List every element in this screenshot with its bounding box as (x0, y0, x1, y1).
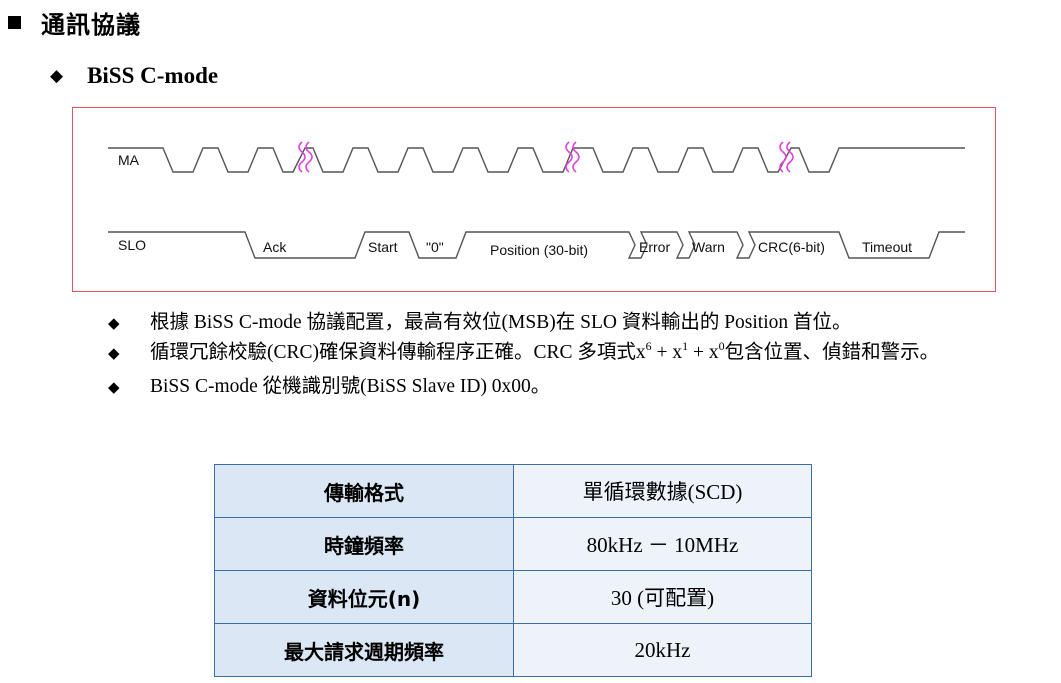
diamond-bullet-icon: ◆ (108, 314, 120, 332)
slo-label-timeout: Timeout (862, 239, 913, 255)
table-row: 資料位元(n) 30 (可配置) (214, 570, 812, 624)
break-mark-3 (779, 141, 794, 173)
table-value-cell: 單循環數據(SCD) (513, 464, 812, 518)
table-row: 時鐘頻率 80kHz － 10MHz (214, 517, 812, 571)
timing-waveforms (108, 141, 965, 259)
table-row: 最大請求週期頻率 20kHz (214, 623, 812, 677)
slo-label-slo: SLO (118, 237, 147, 253)
bullet-text: 根據 BiSS C-mode 協議配置，最高有效位(MSB)在 SLO 資料輸出… (150, 312, 852, 333)
bullet-item: ◆ 根據 BiSS C-mode 協議配置，最高有效位(MSB)在 SLO 資料… (108, 308, 1048, 338)
slo-label-position: Position (30-bit) (490, 242, 589, 258)
table-key-cell: 資料位元(n) (214, 570, 514, 624)
bullet-item: ◆ 循環冗餘校驗(CRC)確保資料傳輸程序正確。CRC 多項式x6 + x1 +… (108, 338, 1048, 368)
table-row: 傳輸格式 單循環數據(SCD) (214, 464, 812, 518)
table-value-cell: 30 (可配置) (513, 570, 812, 624)
subsection-heading: ◆ BiSS C-mode (50, 60, 218, 92)
timing-diagram: MA SLO Ack Start "0" Position (30-bit) E… (72, 107, 996, 292)
table-key-cell: 最大請求週期頻率 (214, 623, 514, 677)
table-key-cell: 傳輸格式 (214, 464, 514, 518)
diamond-bullet-icon: ◆ (50, 66, 64, 86)
square-bullet-icon (8, 15, 21, 29)
ma-label: MA (118, 152, 139, 168)
break-mark-2 (565, 141, 580, 173)
bullet-item: ◆ BiSS C-mode 從機識別號(BiSS Slave ID) 0x00。 (108, 372, 1048, 402)
section-title: 通訊協議 (41, 10, 141, 39)
subsection-title: BiSS C-mode (87, 63, 219, 88)
bullet-text: 循環冗餘校驗(CRC)確保資料傳輸程序正確。CRC 多項式x6 + x1 + x… (150, 339, 940, 363)
spec-table: 傳輸格式 單循環數據(SCD) 時鐘頻率 80kHz － 10MHz 資料位元(… (214, 464, 812, 677)
table-value-cell: 80kHz － 10MHz (513, 517, 812, 571)
diamond-bullet-icon: ◆ (108, 378, 120, 396)
bullet-text: BiSS C-mode 從機識別號(BiSS Slave ID) 0x00。 (150, 376, 551, 397)
break-mark-1 (298, 141, 313, 173)
bullet-list: ◆ 根據 BiSS C-mode 協議配置，最高有效位(MSB)在 SLO 資料… (108, 308, 1048, 402)
slo-label-zero: "0" (426, 239, 444, 255)
slo-label-crc: CRC(6-bit) (758, 239, 825, 255)
ma-waveform (108, 147, 965, 173)
slo-label-ack: Ack (263, 239, 287, 255)
slo-label-error: Error (639, 239, 671, 255)
slo-label-start: Start (368, 239, 398, 255)
section-heading: 通訊協議 (8, 4, 141, 40)
slo-waveform (108, 231, 965, 259)
slo-label-warn: Warn (692, 239, 725, 255)
table-key-cell: 時鐘頻率 (214, 517, 514, 571)
table-value-cell: 20kHz (513, 623, 812, 677)
diamond-bullet-icon: ◆ (108, 344, 120, 362)
